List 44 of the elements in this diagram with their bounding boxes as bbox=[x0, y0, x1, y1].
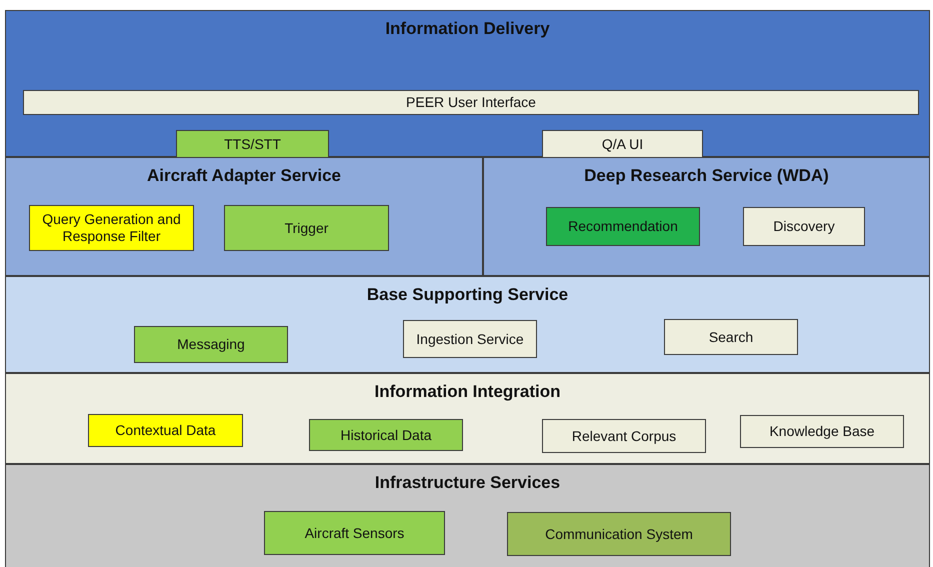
component-box bbox=[664, 319, 798, 355]
component-label: Query Generation and Response Filter bbox=[41, 211, 182, 245]
component-box bbox=[507, 512, 731, 556]
layer-panel bbox=[5, 157, 483, 276]
component-box bbox=[740, 415, 904, 448]
component-label: Contextual Data bbox=[115, 422, 216, 439]
component-label: Trigger bbox=[284, 220, 328, 236]
component-box bbox=[224, 205, 389, 251]
component-box bbox=[264, 511, 445, 555]
component-box bbox=[309, 419, 463, 451]
component-label: Knowledge Base bbox=[769, 423, 875, 440]
layer-panel bbox=[483, 157, 930, 276]
component-box bbox=[542, 419, 706, 453]
component-box bbox=[29, 205, 194, 251]
component-box bbox=[176, 130, 329, 158]
layer-panel bbox=[5, 276, 930, 373]
component-label: TTS/STT bbox=[224, 136, 281, 152]
component-box bbox=[546, 207, 700, 246]
component-label: Aircraft Sensors bbox=[304, 524, 404, 542]
layer-title: Information Delivery bbox=[384, 19, 551, 39]
layer-panel bbox=[5, 373, 930, 464]
layer-title: Aircraft Adapter Service bbox=[146, 166, 342, 186]
component-label: Discovery bbox=[773, 218, 835, 235]
layer-title: Base Supporting Service bbox=[366, 285, 570, 305]
component-box bbox=[743, 207, 865, 246]
component-label: PEER User Interface bbox=[406, 94, 536, 111]
component-box bbox=[134, 326, 288, 363]
component-label: Recommendation bbox=[568, 218, 678, 235]
layer-title: Infrastructure Services bbox=[374, 473, 562, 493]
component-label: Historical Data bbox=[340, 426, 432, 444]
component-label: Communication System bbox=[545, 526, 693, 542]
component-box bbox=[88, 414, 243, 447]
component-label: Search bbox=[708, 328, 754, 346]
component-label: Q/A UI bbox=[602, 136, 644, 152]
component-label: Messaging bbox=[177, 336, 245, 353]
layer-panel bbox=[5, 10, 930, 157]
layer-title: Information Integration bbox=[373, 382, 562, 402]
component-label: Relevant Corpus bbox=[572, 428, 676, 444]
layer-panel bbox=[5, 464, 930, 567]
component-box bbox=[403, 320, 537, 358]
layer-title: Deep Research Service (WDA) bbox=[583, 166, 830, 186]
component-box bbox=[542, 130, 703, 158]
component-box bbox=[23, 90, 919, 115]
component-label: Ingestion Service bbox=[416, 330, 524, 348]
